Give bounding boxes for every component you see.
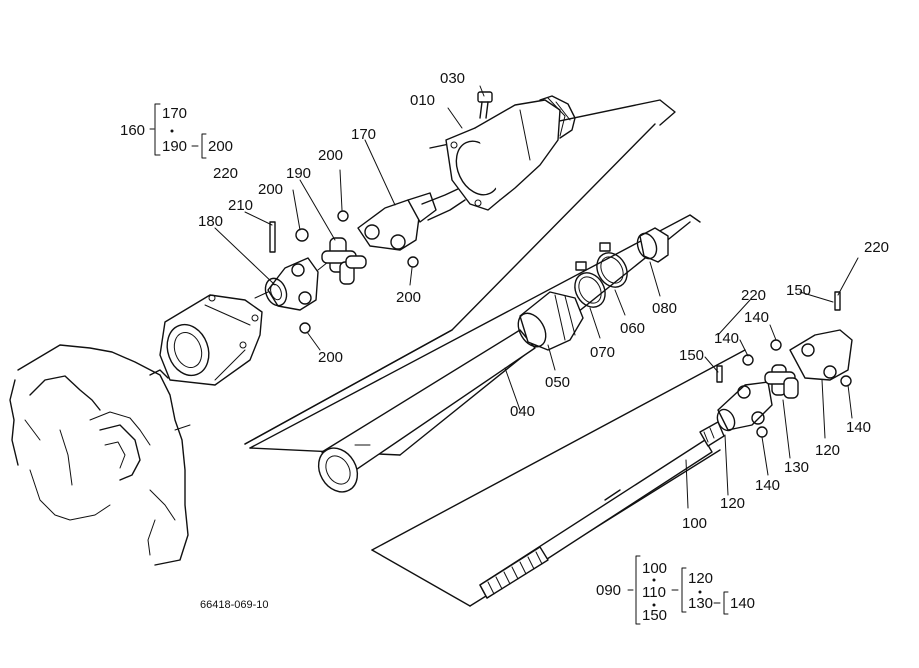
rubber-boot [517, 291, 584, 351]
circlip [756, 426, 768, 438]
circlip [299, 322, 311, 334]
circlip [770, 339, 782, 351]
label-200-mid: 200 [258, 181, 283, 198]
hose-clamp-060 [596, 242, 628, 288]
label-220-left: 220 [213, 165, 238, 182]
label-220-right: 220 [864, 239, 889, 256]
label-200-top: 200 [318, 147, 343, 164]
assembly-090-child-100: 100 [642, 560, 667, 577]
rear-universal-joint [716, 291, 853, 438]
label-190: 190 [286, 165, 311, 182]
label-050: 050 [545, 374, 570, 391]
part-labels: 030 010 170 200 190 220 200 210 180 200 … [198, 70, 889, 532]
assembly-090-sub-140: 140 [730, 595, 755, 612]
label-140-right: 140 [846, 419, 871, 436]
leader-lines [214, 85, 859, 509]
drawing-number: 66418-069-10 [200, 599, 269, 611]
circlip [840, 375, 852, 387]
label-150-right: 150 [786, 282, 811, 299]
propeller-shaft [479, 421, 725, 599]
label-200-right: 200 [396, 289, 421, 306]
assembly-160-child-190: 190 [162, 138, 187, 155]
hose-clamp-070 [574, 261, 606, 308]
label-140-bottom: 140 [755, 477, 780, 494]
label-010: 010 [410, 92, 435, 109]
assembly-090-child-150: 150 [642, 607, 667, 624]
propeller-tube [317, 329, 536, 493]
assembly-160-child-170: 170 [162, 105, 187, 122]
assembly-160-sub-200: 200 [208, 138, 233, 155]
label-040: 040 [510, 403, 535, 420]
label-070: 070 [590, 344, 615, 361]
circlip [295, 228, 309, 242]
label-150-left: 150 [679, 347, 704, 364]
bolt [477, 91, 493, 119]
label-210: 210 [228, 197, 253, 214]
bearing-housing [159, 294, 263, 386]
label-140-left: 140 [714, 330, 739, 347]
label-140-top: 140 [744, 309, 769, 326]
cross-journal [321, 237, 367, 285]
assembly-090-group-120: 120 [688, 570, 713, 587]
label-080: 080 [652, 300, 677, 317]
label-130: 130 [784, 459, 809, 476]
spring-pin [269, 221, 276, 253]
front-universal-joint [254, 187, 466, 334]
assembly-090-label: 090 [596, 582, 621, 599]
spring-pin [834, 291, 841, 311]
label-120-left: 120 [720, 495, 745, 512]
label-200-bottom: 200 [318, 349, 343, 366]
label-170: 170 [351, 126, 376, 143]
spring-pin [716, 365, 723, 383]
circlip [337, 210, 349, 222]
housing-cover [244, 95, 676, 445]
assembly-090-group-130: 130 [688, 595, 713, 612]
assembly-160-label: 160 [120, 122, 145, 139]
transmission-housing [9, 344, 191, 566]
circlip [407, 256, 419, 268]
label-100: 100 [682, 515, 707, 532]
assembly-090-child-110: 110 [642, 584, 666, 601]
label-220-mid: 220 [741, 287, 766, 304]
assembly-160: 160 170 190 200 [120, 103, 233, 159]
label-060: 060 [620, 320, 645, 337]
label-180: 180 [198, 213, 223, 230]
label-120-right: 120 [815, 442, 840, 459]
seal-080 [636, 227, 669, 263]
assembly-090: 090 100 110 150 120 130 140 [596, 555, 755, 625]
label-030: 030 [440, 70, 465, 87]
